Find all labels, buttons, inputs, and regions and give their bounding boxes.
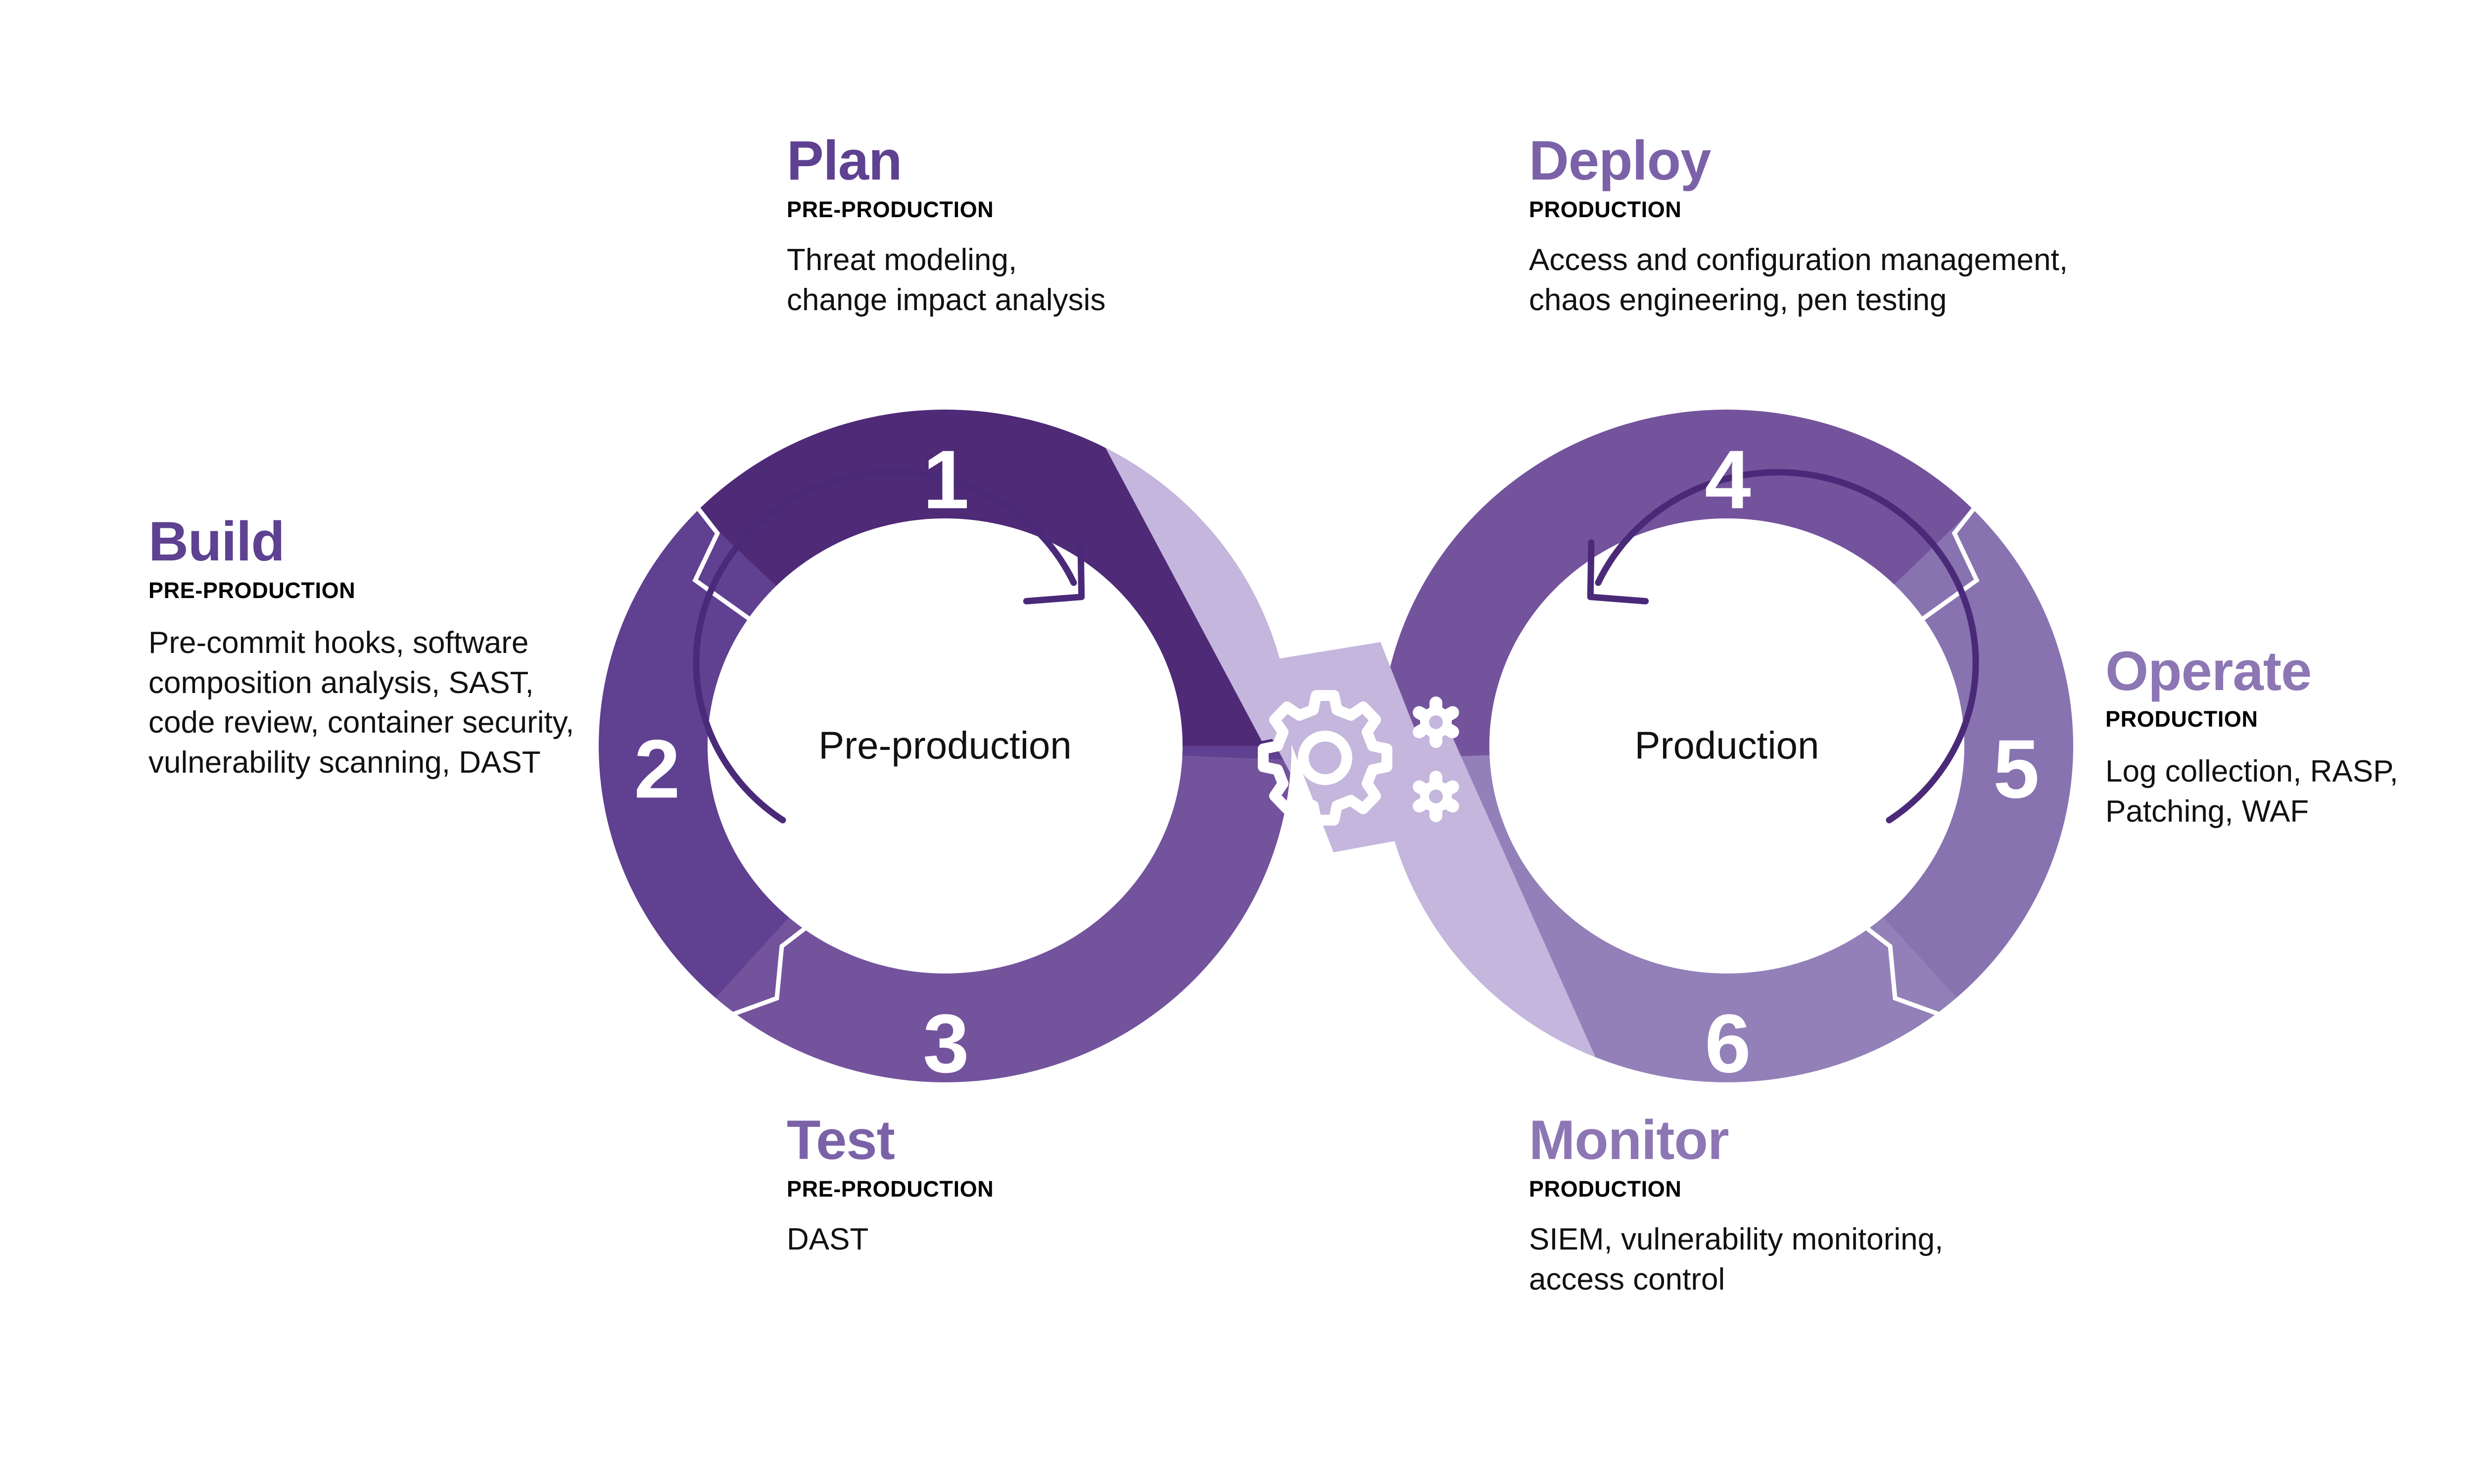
stage-description-test: DAST: [787, 1222, 869, 1257]
segment-number-2: 2: [634, 722, 680, 815]
stage-block-build: Build PRE-PRODUCTION Pre-commit hooks, s…: [148, 513, 584, 783]
stage-title-deploy: Deploy: [1529, 130, 1711, 191]
gear-small-top: [1413, 696, 1459, 748]
segment-number-6: 6: [1705, 997, 1751, 1090]
stage-description-plan: Threat modeling, change impact analysis: [787, 243, 1106, 317]
stage-description-monitor: SIEM, vulnerability monitoring, access c…: [1529, 1222, 1944, 1297]
stage-description-deploy: Access and configuration management, cha…: [1529, 243, 2068, 317]
segment-number-4: 4: [1705, 433, 1751, 526]
left-lobe-core: [720, 528, 1170, 964]
stage-title-build: Build: [148, 510, 285, 572]
stage-environment-operate: PRODUCTION: [2105, 706, 2258, 732]
stage-block-test: Test PRE-PRODUCTION DAST: [787, 1112, 1282, 1260]
devsecops-infinity-loop: 1 2 3 4 5 6 Pre-production Production: [569, 385, 2103, 1107]
stage-environment-monitor: PRODUCTION: [1529, 1176, 1682, 1202]
right-lobe-core: [1502, 528, 1952, 964]
stage-title-plan: Plan: [787, 130, 903, 191]
gear-small-bottom: [1413, 771, 1459, 822]
stage-description-operate: Log collection, RASP, Patching, WAF: [2105, 754, 2398, 829]
stage-block-plan: Plan PRE-PRODUCTION Threat modeling, cha…: [787, 130, 1331, 320]
stage-description-build: Pre-commit hooks, software composition a…: [148, 626, 574, 780]
stage-block-deploy: Deploy PRODUCTION Access and configurati…: [1529, 130, 2370, 320]
stage-environment-plan: PRE-PRODUCTION: [787, 197, 994, 223]
lobe-label-pre-production: Pre-production: [818, 724, 1072, 767]
stage-environment-test: PRE-PRODUCTION: [787, 1176, 994, 1202]
right-lobe-rotation-arrow: [1587, 469, 1979, 824]
segment-number-1: 1: [923, 433, 969, 526]
stage-title-test: Test: [787, 1109, 895, 1171]
stage-title-monitor: Monitor: [1529, 1109, 1729, 1171]
segment-number-3: 3: [923, 997, 969, 1090]
band-right-blend: [1301, 731, 1606, 1102]
stage-title-operate: Operate: [2105, 640, 2312, 702]
stage-environment-build: PRE-PRODUCTION: [148, 578, 356, 603]
gears-icon: [1258, 690, 1459, 826]
stage-block-operate: Operate PRODUCTION Log collection, RASP,…: [2105, 643, 2474, 832]
stage-environment-deploy: PRODUCTION: [1529, 197, 1682, 223]
band-left-blend: [1101, 400, 1410, 741]
segment-number-5: 5: [1993, 722, 2039, 815]
stage-block-monitor: Monitor PRODUCTION SIEM, vulnerability m…: [1529, 1112, 2222, 1299]
left-lobe-rotation-arrow: [693, 469, 1085, 824]
lobe-label-production: Production: [1635, 724, 1819, 767]
